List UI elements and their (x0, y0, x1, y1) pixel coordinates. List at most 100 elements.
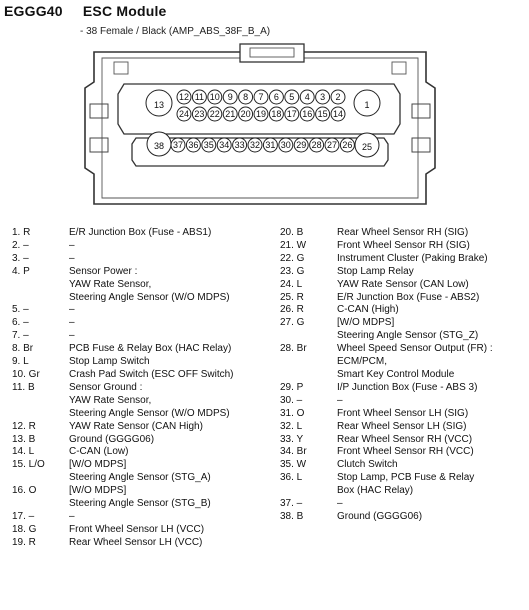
pin-label: 29 (296, 140, 306, 150)
pin-label: 20 (241, 109, 251, 119)
pin-socket (253, 106, 269, 122)
pin-number (280, 330, 337, 343)
pin-socket (278, 137, 294, 153)
pin-label: 27 (327, 140, 337, 150)
pin-description: ECM/PCM, (337, 356, 387, 368)
pin-description: YAW Rate Sensor, (69, 278, 152, 290)
pin-socket (207, 89, 223, 105)
pin-description: I/P Junction Box (Fuse - ABS 3) (337, 381, 478, 393)
pin-label: 8 (243, 92, 248, 102)
pin-number (12, 292, 69, 305)
pin-label: 33 (235, 140, 245, 150)
pin-description: – (69, 330, 75, 342)
pin-label: 15 (318, 109, 328, 119)
pin-number: 20. B (280, 227, 304, 238)
connector-pin: 20 (238, 106, 254, 122)
pin-label: 38 (154, 141, 164, 151)
pin-label: 30 (281, 140, 291, 150)
pin-label: 35 (204, 140, 214, 150)
pin-number: 15. L/O (12, 459, 45, 471)
pin-description: [W/O MDPS] (69, 459, 127, 471)
pin-description: Front Wheel Sensor RH (VCC) (337, 446, 474, 458)
pin-number: 13. B (12, 433, 36, 445)
pin-label: 22 (210, 109, 220, 119)
pin-socket (238, 89, 254, 105)
pin-label: 7 (258, 92, 263, 102)
pin-number (12, 498, 69, 511)
pin-description: C-CAN (Low) (69, 446, 129, 458)
pin-label: 19 (256, 109, 266, 119)
pin-description: Steering Angle Sensor (STG_A) (69, 472, 211, 484)
pin-number: 32. L (280, 420, 303, 432)
connector-pin: 13 (145, 89, 173, 117)
pin-row: 27. G[W/O MDPS] (280, 317, 529, 330)
pin-label: 31 (265, 140, 275, 150)
pin-socket (339, 137, 355, 153)
pin-number (280, 356, 337, 369)
pin-number: 30. – (280, 394, 303, 406)
pin-socket (299, 106, 315, 122)
connector-pin: 23 (191, 106, 207, 122)
pin-socket (315, 89, 331, 105)
pin-row: 2. –– (12, 240, 280, 253)
pin-socket (201, 137, 217, 153)
connector-pin: 31 (262, 137, 278, 153)
connector-pin: 36 (185, 137, 201, 153)
pin-number (12, 279, 69, 292)
connector-pin: 12 (176, 89, 192, 105)
pin-description: Front Wheel Sensor LH (SIG) (337, 407, 469, 419)
connector-pin: 8 (238, 89, 254, 105)
pin-socket (191, 106, 207, 122)
pin-number: 17. – (12, 510, 35, 522)
connector-pin: 34 (216, 137, 232, 153)
pin-description: Rear Wheel Sensor LH (SIG) (337, 420, 467, 432)
connector-pin: 30 (278, 137, 294, 153)
pin-number: 9. L (12, 356, 29, 368)
connector-pin: 16 (299, 106, 315, 122)
pin-number: 11. B (12, 381, 35, 393)
pin-socket (299, 89, 315, 105)
pin-socket (293, 137, 309, 153)
pin-socket (232, 137, 248, 153)
pin-socket (354, 132, 380, 158)
pin-label: 1 (364, 100, 369, 110)
pin-number: 7. – (12, 330, 29, 342)
pin-socket (268, 89, 284, 105)
pin-row: YAW Rate Sensor, (12, 279, 280, 292)
pin-number: 4. P (12, 265, 30, 277)
pin-label: 13 (154, 100, 164, 110)
pin-number: 35. W (280, 459, 307, 471)
pin-label: 25 (362, 142, 372, 152)
pin-number: 38. B (280, 510, 304, 522)
pin-label: 37 (173, 140, 183, 150)
pin-label: 9 (228, 92, 233, 102)
pin-socket (222, 89, 238, 105)
connector-pin: 26 (339, 137, 355, 153)
pin-number: 26. R (280, 304, 304, 316)
pin-row: Steering Angle Sensor (W/O MDPS) (12, 408, 280, 421)
pin-description: [W/O MDPS] (337, 317, 395, 329)
pin-label: 3 (320, 92, 325, 102)
connector-pin: 9 (222, 89, 238, 105)
pin-description: Steering Angle Sensor (STG_Z) (337, 330, 479, 342)
pin-number: 34. Br (280, 446, 307, 458)
connector-pin: 4 (299, 89, 315, 105)
pin-number: 8. Br (12, 343, 34, 355)
pin-label: 14 (333, 109, 343, 119)
pin-description: – (69, 304, 75, 316)
pin-row: Steering Angle Sensor (W/O MDPS) (12, 292, 280, 305)
pin-row: 32. L Rear Wheel Sensor LH (SIG) (280, 421, 529, 434)
pin-description: Steering Angle Sensor (W/O MDPS) (69, 407, 230, 419)
pin-description: – (69, 239, 75, 251)
pin-description: YAW Rate Sensor (CAN Low) (337, 278, 469, 290)
pin-socket (262, 137, 278, 153)
pin-description: – (337, 394, 343, 406)
